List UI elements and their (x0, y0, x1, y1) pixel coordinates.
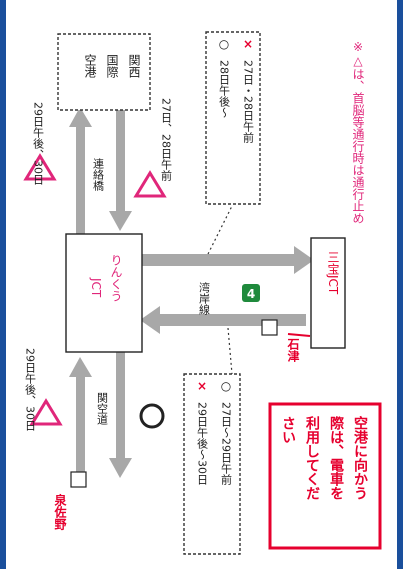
legend-top-mark-1: × (243, 37, 253, 51)
mitakara-label: 三宝JCT (326, 251, 340, 295)
legend-bottom-mark-1: ○ (221, 379, 231, 393)
closure-triangle-mid-upper (133, 170, 167, 198)
closure-date-mid-upper: 27日、28日午前 (160, 98, 173, 182)
warning-line-3: 利用してくだ (304, 415, 320, 500)
legend-top-mark-2: ○ (219, 37, 229, 51)
warning-line-1: 空港に向かう (352, 415, 368, 500)
kankudo-road-up (69, 357, 92, 479)
legend-box-bottom: ○ 27日～29日午前 × 29日午後～30日 (183, 373, 241, 555)
closure-note: ※△は、首脳等通行時は通行止め (351, 40, 365, 224)
ishizu-label: 石津 (286, 338, 300, 363)
route-4-number: 4 (247, 287, 255, 301)
wangansen-road-out (136, 246, 314, 274)
wangansen-label: 湾岸線 (198, 281, 211, 315)
train-warning-box: 空港に向かう 際は、電車を 利用してくだ さい (268, 402, 382, 550)
closure-triangle-bottom-left (29, 398, 63, 426)
airport-box: 関西 国際 空港 (57, 33, 151, 111)
legend-bottom-mark-2: × (197, 379, 207, 393)
closure-date-bottom-left: 29日午後、30日 (24, 348, 37, 431)
diagram-panel: 関西 国際 空港 りんくう JCT 三宝JCT 石津 泉佐野 連絡橋 関空道 湾… (8, 6, 393, 563)
closure-date-top-left: 29日午後、30日 (32, 102, 45, 185)
rinku-jct-label: JCT (89, 277, 103, 298)
rinku-label: りんくう (109, 254, 123, 302)
renrakukyo-road-down (109, 104, 132, 231)
airport-label-3: 空港 (83, 54, 97, 78)
warning-line-4: さい (280, 416, 296, 444)
ishizu-branch: 石津 (261, 319, 311, 363)
legend-bottom-text-2: 29日午後～30日 (196, 402, 209, 485)
legend-top-text-1: 27日・28日午前 (242, 60, 255, 144)
open-circle-mark (139, 403, 165, 429)
kankudo-road-down (109, 351, 132, 478)
legend-top-text-2: 28日午後～ (218, 60, 231, 118)
wangansen-road-in (140, 306, 306, 334)
legend-bottom-text-1: 27日～29日午前 (220, 402, 233, 486)
izumisano-branch: 泉佐野 (53, 471, 87, 531)
closure-triangle-top-left (23, 153, 57, 181)
route-4-badge: 4 (242, 284, 260, 302)
izumisano-label: 泉佐野 (53, 493, 67, 531)
warning-line-2: 際は、電車を (328, 415, 344, 500)
rinku-jct-box: りんくう JCT (65, 233, 143, 353)
road-closure-diagram: 関西 国際 空港 りんくう JCT 三宝JCT 石津 泉佐野 連絡橋 関空道 湾… (23, 31, 382, 555)
legend-box-top: × 27日・28日午前 ○ 28日午後～ (205, 31, 261, 205)
renrakukyo-label: 連絡橋 (92, 157, 105, 192)
mitakara-jct-box: 三宝JCT (310, 237, 346, 349)
kankudo-label: 関空道 (96, 392, 109, 425)
airport-label-1: 関西 (127, 54, 141, 78)
airport-label-2: 国際 (105, 54, 119, 78)
renrakukyo-road-up (69, 107, 92, 236)
